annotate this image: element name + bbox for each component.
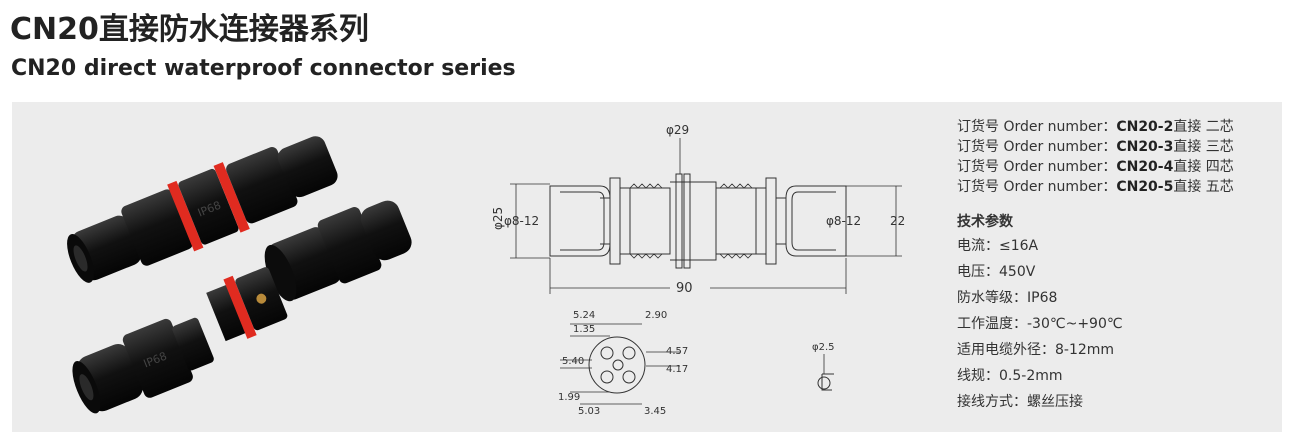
order-suffix: 直接 三芯 bbox=[1173, 139, 1234, 155]
face-view bbox=[560, 323, 680, 405]
order-code: CN20-3 bbox=[1116, 139, 1174, 155]
order-suffix: 直接 二芯 bbox=[1173, 119, 1234, 135]
order-code: CN20-4 bbox=[1116, 159, 1174, 175]
page-title-cn: CN20直接防水连接器系列 bbox=[10, 12, 369, 47]
dim-pin-phi2-5: φ2.5 bbox=[812, 342, 835, 353]
dim-cable-left: φ8-12 bbox=[504, 214, 539, 228]
spec-column: 订货号 Order number：CN20-2直接 二芯 订货号 Order n… bbox=[957, 117, 1277, 415]
order-line: 订货号 Order number：CN20-5直接 五芯 bbox=[957, 177, 1277, 197]
dim-height-22: 22 bbox=[890, 214, 905, 228]
dim-cable-right: φ8-12 bbox=[826, 214, 861, 228]
dim-1-99: 1.99 bbox=[558, 392, 580, 403]
dim-4-17: 4.17 bbox=[666, 364, 688, 375]
product-panel bbox=[12, 102, 1282, 432]
dimension-drawing: φ29 φ25 φ8-12 φ8-12 22 90 5.24 2.90 1.35… bbox=[491, 123, 905, 417]
dim-5-24: 5.24 bbox=[573, 310, 595, 321]
dim-1-35: 1.35 bbox=[573, 324, 595, 335]
dim-length-90: 90 bbox=[676, 281, 693, 296]
dim-phi25: φ25 bbox=[491, 207, 505, 230]
dim-4-57: 4.57 bbox=[666, 346, 688, 357]
spec-wiring-method: 接线方式：螺丝压接 bbox=[957, 394, 1083, 410]
spec-voltage: 电压：450V bbox=[957, 264, 1036, 280]
order-code: CN20-5 bbox=[1116, 179, 1174, 195]
order-prefix: 订货号 Order number： bbox=[957, 159, 1117, 175]
side-view bbox=[549, 173, 847, 269]
spec-temperature: 工作温度：-30℃~+90℃ bbox=[957, 316, 1123, 332]
dim-5-40: 5.40 bbox=[562, 356, 584, 367]
order-suffix: 直接 五芯 bbox=[1173, 179, 1234, 195]
order-prefix: 订货号 Order number： bbox=[957, 139, 1117, 155]
order-line: 订货号 Order number：CN20-3直接 三芯 bbox=[957, 137, 1277, 157]
order-prefix: 订货号 Order number： bbox=[957, 179, 1117, 195]
order-line: 订货号 Order number：CN20-2直接 二芯 bbox=[957, 117, 1277, 137]
dim-5-03: 5.03 bbox=[578, 406, 600, 417]
dim-2-90: 2.90 bbox=[645, 310, 667, 321]
spec-wire-gauge: 线规：0.5-2mm bbox=[957, 368, 1063, 384]
pin-detail bbox=[817, 354, 834, 391]
order-line: 订货号 Order number：CN20-4直接 四芯 bbox=[957, 157, 1277, 177]
spec-cable-diameter: 适用电缆外径：8-12mm bbox=[957, 342, 1115, 358]
order-code: CN20-2 bbox=[1116, 119, 1174, 135]
spec-title: 技术参数 bbox=[957, 214, 1013, 230]
dim-3-45: 3.45 bbox=[644, 406, 666, 417]
spec-current: 电流：≤16A bbox=[957, 238, 1039, 254]
page-title-en: CN20 direct waterproof connector series bbox=[11, 56, 516, 81]
spec-waterproof-rating: 防水等级：IP68 bbox=[957, 290, 1058, 306]
dim-phi29: φ29 bbox=[666, 123, 689, 137]
order-suffix: 直接 四芯 bbox=[1173, 159, 1234, 175]
connector-photo: IP68 IP68 bbox=[67, 136, 412, 414]
order-prefix: 订货号 Order number： bbox=[957, 119, 1117, 135]
